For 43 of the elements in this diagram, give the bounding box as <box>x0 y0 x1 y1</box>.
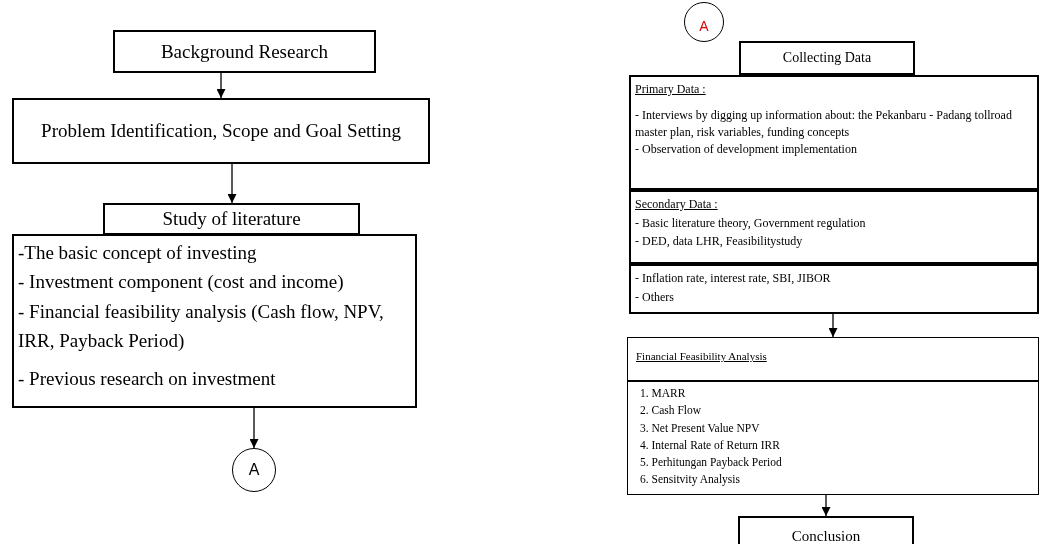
arrow <box>249 407 259 449</box>
list-item: 6. Sensitvity Analysis <box>640 472 741 488</box>
list-item: 1. MARR <box>640 386 687 401</box>
list-item: - Others <box>635 288 675 306</box>
process-box <box>739 41 915 75</box>
list-item: - Investment component (cost and income) <box>18 270 345 295</box>
process-box <box>12 98 430 164</box>
arrow <box>821 494 831 517</box>
data-section <box>629 75 1039 190</box>
node-label: Background Research <box>160 40 329 63</box>
list-box <box>12 234 417 408</box>
process-box <box>113 30 376 73</box>
node-label: A <box>699 18 709 34</box>
node-label: Conclusion <box>791 527 861 544</box>
list-item: 2. Cash Flow <box>640 403 703 419</box>
connector-circle <box>232 448 276 492</box>
arrow <box>216 72 226 99</box>
list-item: - Interviews by digging up information about: the Pekanbaru - Padang tollroad master plan, risk variables, funding concepts <box>635 106 1013 141</box>
list-item: - Basic literature theory, Government regulation <box>635 214 867 232</box>
list-item: -The basic concept of investing <box>18 241 258 265</box>
node-label: Study of literature <box>162 208 301 230</box>
process-box <box>738 516 914 544</box>
arrow <box>227 163 237 204</box>
section-heading: Financial Feasibility Analysis <box>636 350 767 362</box>
arrow <box>828 313 838 338</box>
node-label: Collecting Data <box>782 50 872 66</box>
list-item: 4. Internal Rate of Return IRR <box>640 437 781 453</box>
node-label: A <box>248 461 260 479</box>
section-header-box <box>627 337 1039 381</box>
process-box <box>103 203 360 235</box>
list-item: - Financial feasibility analysis (Cash flow, NPV, IRR, Payback Period) <box>18 299 385 354</box>
list-box <box>627 381 1039 495</box>
list-item: - Observation of development implementation <box>635 141 858 159</box>
section-heading: Primary Data : <box>635 81 706 98</box>
data-section <box>629 190 1039 264</box>
list-item: - Previous research on investment <box>18 366 277 391</box>
section-heading: Secondary Data : <box>635 196 718 213</box>
list-item: - Inflation rate, interest rate, SBI, JIBOR <box>635 270 832 287</box>
data-section <box>629 264 1039 314</box>
list-item: 3. Net Present Value NPV <box>640 420 761 436</box>
list-item: 5. Perhitungan Payback Period <box>640 455 783 471</box>
list-item: - DED, data LHR, Feasibilitystudy <box>635 233 804 251</box>
node-label: Problem Identification, Scope and Goal Setting <box>41 120 401 142</box>
